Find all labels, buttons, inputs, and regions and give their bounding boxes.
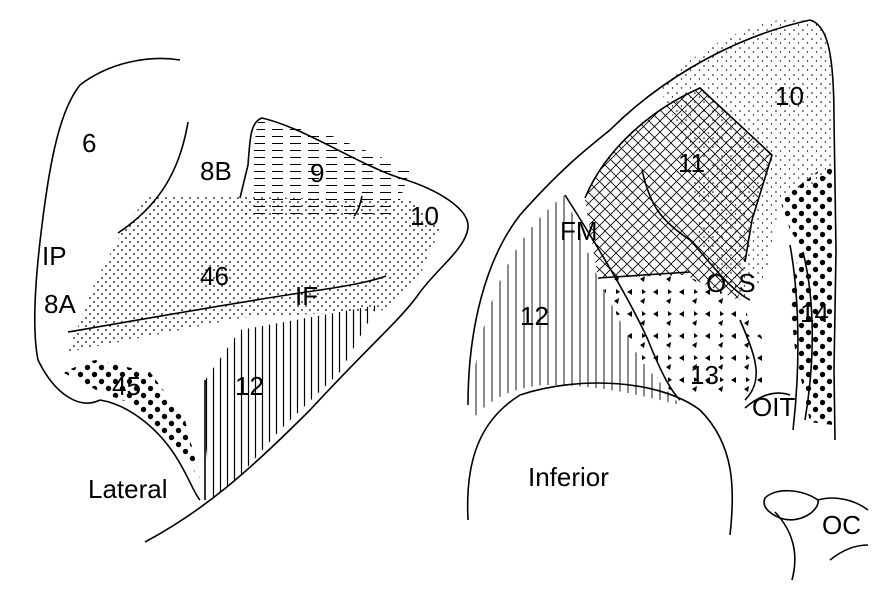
label-area-11: 11 [678, 148, 705, 178]
os-sulcus [739, 319, 757, 401]
principal-sulcus [67, 275, 387, 333]
lateral-outline-lower [99, 399, 201, 501]
label-area-8A: 8A [44, 289, 76, 319]
label-area-OS: OS [706, 268, 768, 298]
lateral-labels: 6 8B 9 10 IP 46 IF 8A 45 12 Lateral [42, 128, 439, 504]
area-13-border [597, 271, 691, 279]
area-14-border [789, 244, 799, 431]
fm-sulcus [564, 194, 681, 401]
oit-sulcus [802, 251, 814, 421]
label-area-10-inferior: 10 [775, 81, 804, 111]
inferior-outline-right [809, 19, 837, 441]
orbital-sulcus [641, 169, 751, 301]
lateral-outline [144, 117, 469, 543]
inferior-temporal-outline [466, 382, 734, 536]
label-area-10: 10 [410, 201, 439, 231]
label-area-8B: 8B [200, 156, 232, 186]
optic-lower-line [829, 544, 869, 561]
optic-chiasm-outline [763, 489, 819, 521]
inferior-labels: 10 11 FM 12 OS 14 13 OIT Inferior OC [520, 81, 861, 540]
optic-tract-line [774, 511, 796, 581]
label-area-OC: OC [822, 510, 861, 540]
area-12-inferior-region [472, 195, 680, 420]
arcuate-sulcus-upper [117, 121, 189, 234]
label-area-9: 9 [310, 158, 324, 188]
area-14-region [780, 160, 833, 425]
label-view-lateral: Lateral [88, 474, 168, 504]
label-area-6: 6 [82, 128, 96, 158]
area-11-region [585, 88, 772, 300]
label-view-inferior: Inferior [528, 462, 609, 492]
lateral-view [34, 57, 469, 543]
label-area-45: 45 [112, 371, 141, 401]
label-area-14: 14 [800, 298, 829, 328]
label-area-OIT: OIT [752, 392, 795, 422]
label-area-46: 46 [200, 261, 229, 291]
label-area-IP: IP [42, 241, 67, 271]
label-area-13: 13 [690, 360, 719, 390]
optic-nerve-line [817, 497, 869, 511]
area-11-outline [584, 87, 773, 263]
area-9-region [245, 120, 410, 215]
area-46-region [68, 195, 440, 352]
inferior-outline-top [467, 19, 811, 406]
lateral-outline-upper [34, 57, 181, 404]
oit-line [744, 392, 791, 409]
label-area-12-lateral: 12 [235, 371, 264, 401]
area-12-lateral-region [205, 305, 378, 498]
inferior-view [466, 17, 869, 581]
sulcus-9-short [353, 195, 363, 217]
label-area-12-inferior: 12 [520, 301, 549, 331]
label-area-FM: FM [560, 216, 598, 246]
area-13-region [598, 275, 770, 400]
label-area-IF: IF [295, 281, 318, 311]
area-45-region [62, 360, 200, 478]
